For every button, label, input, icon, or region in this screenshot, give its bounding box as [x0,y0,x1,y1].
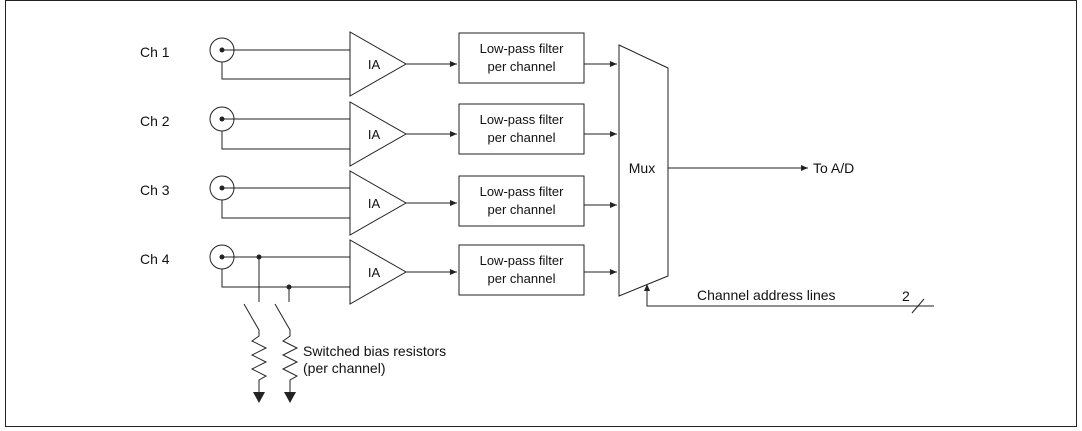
channel-3-filter-box [458,175,585,227]
channel-1-amp-label: IA [368,57,381,72]
channel-2-amp-label: IA [368,127,381,142]
channel-4-label: Ch 4 [140,251,170,267]
address-bus-line [644,284,934,307]
address-bus: Channel address lines 2 [644,284,934,314]
channel-3: Ch 3 IA Low-pass filter per channel [140,170,617,236]
ground-2-icon [284,392,296,403]
channel-4-amplifier [349,239,408,305]
channel-1: Ch 1 IA Low-pass filter per channel [140,31,617,97]
channel-4-return-wire [221,269,350,288]
multiplexer: Mux To A/D [618,44,854,297]
channel-2: Ch 2 IA Low-pass filter per channel [140,101,617,167]
channel-3-amplifier [349,170,408,236]
bias-resistor-1-icon [250,330,268,392]
channel-2-filter-label-1: Low-pass filter [480,112,564,127]
channel-2-filter-label-2: per channel [488,130,556,145]
channel-3-return-wire [221,200,350,219]
channel-3-filter-label-1: Low-pass filter [480,184,564,199]
channel-4-filter-label-1: Low-pass filter [480,253,564,268]
bias-resistor-network: Switched bias resistors (per channel) [243,254,446,403]
bus-width-slash-icon [911,298,925,314]
channel-1-filter-label-1: Low-pass filter [480,41,564,56]
channel-1-amplifier [349,31,408,97]
bias-label-line1: Switched bias resistors [303,343,446,359]
channel-3-label: Ch 3 [140,182,170,198]
bias-switch-2-icon [274,303,291,331]
channel-2-return-wire [221,131,350,150]
bias-label-line2: (per channel) [303,360,386,376]
channel-4-filter-box [458,244,585,296]
channel-2-label: Ch 2 [140,113,170,129]
channel-1-filter-box [458,32,585,84]
channel-1-filter-label-2: per channel [488,59,556,74]
channel-1-return-wire [221,62,350,80]
bias-switch-1-icon [243,303,260,331]
channel-2-amplifier [349,101,408,167]
channel-1-label: Ch 1 [140,44,170,60]
bias-resistor-2-icon [281,330,299,392]
channel-3-amp-label: IA [368,196,381,211]
channel-4: Ch 4 IA Low-pass filter per channel [140,239,617,305]
channel-3-filter-label-2: per channel [488,202,556,217]
output-label: To A/D [813,160,854,176]
mux-label: Mux [629,160,655,176]
mux-block [618,44,669,297]
channel-4-amp-label: IA [368,265,381,280]
ground-1-icon [253,392,265,403]
channel-2-filter-box [458,103,585,155]
channel-4-filter-label-2: per channel [488,271,556,286]
bus-width-label: 2 [902,288,910,304]
diagram-frame [5,0,1077,427]
address-label: Channel address lines [697,287,836,303]
